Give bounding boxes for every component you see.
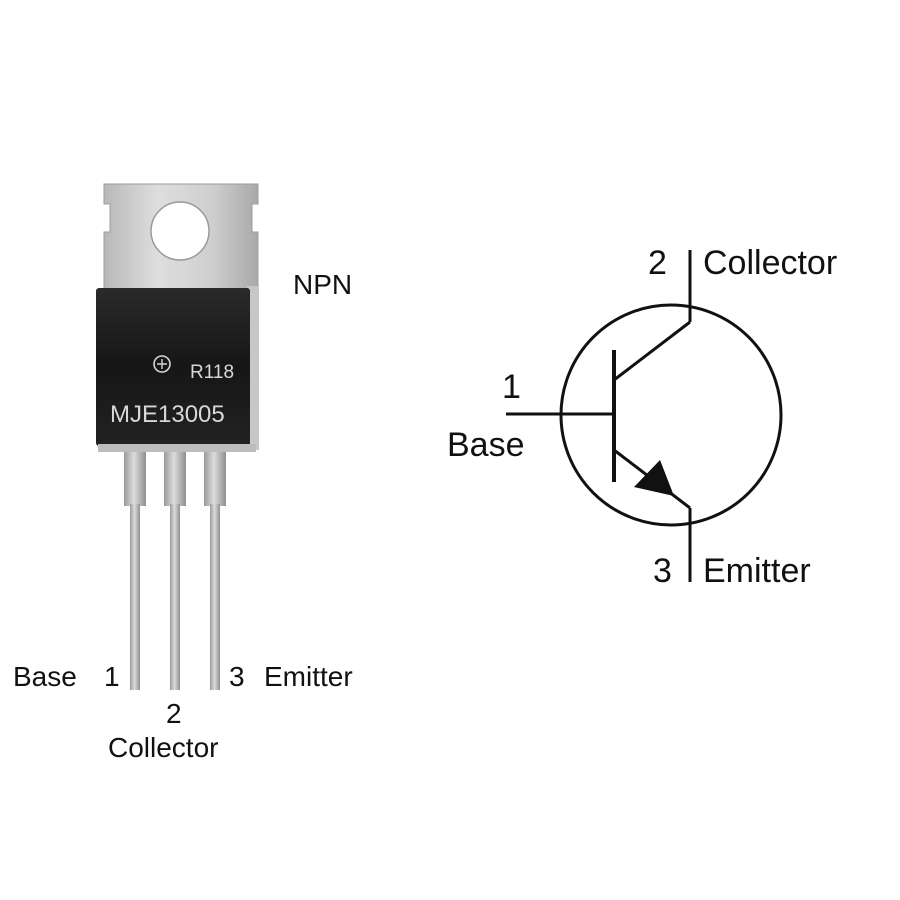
manufacturer-logo bbox=[153, 355, 171, 373]
package-pin2-number: 2 bbox=[166, 698, 182, 729]
lead-pin-2 bbox=[164, 452, 186, 690]
symbol-emitter-label: Emitter bbox=[703, 552, 811, 590]
part-number-marking: MJE13005 bbox=[110, 401, 225, 428]
body-bottom-lip bbox=[98, 444, 256, 452]
lead-pin-3 bbox=[204, 452, 226, 690]
npn-type-label: NPN bbox=[293, 269, 352, 300]
symbol-base-number: 1 bbox=[502, 368, 521, 406]
symbol-collector-label: Collector bbox=[703, 244, 837, 282]
mounting-hole bbox=[150, 201, 210, 261]
code-marking: R118 bbox=[190, 362, 234, 383]
package-pin1-number: 1 bbox=[104, 661, 120, 692]
package-pin3-number: 3 bbox=[229, 661, 245, 692]
emitter-arrow bbox=[634, 460, 674, 496]
epoxy-body bbox=[96, 288, 250, 446]
symbol-base-label: Base bbox=[447, 426, 525, 464]
package-pin1-label: Base bbox=[13, 661, 77, 692]
package-pin2-label: Collector bbox=[108, 732, 218, 763]
symbol-collector-number: 2 bbox=[648, 244, 667, 282]
to220-package: R118 MJE13005 bbox=[96, 183, 259, 690]
npn-schematic-symbol bbox=[506, 250, 783, 582]
lead-pin-1 bbox=[124, 452, 146, 690]
package-pin3-label: Emitter bbox=[264, 661, 353, 692]
collector-diagonal bbox=[613, 320, 691, 382]
symbol-emitter-number: 3 bbox=[653, 552, 672, 590]
